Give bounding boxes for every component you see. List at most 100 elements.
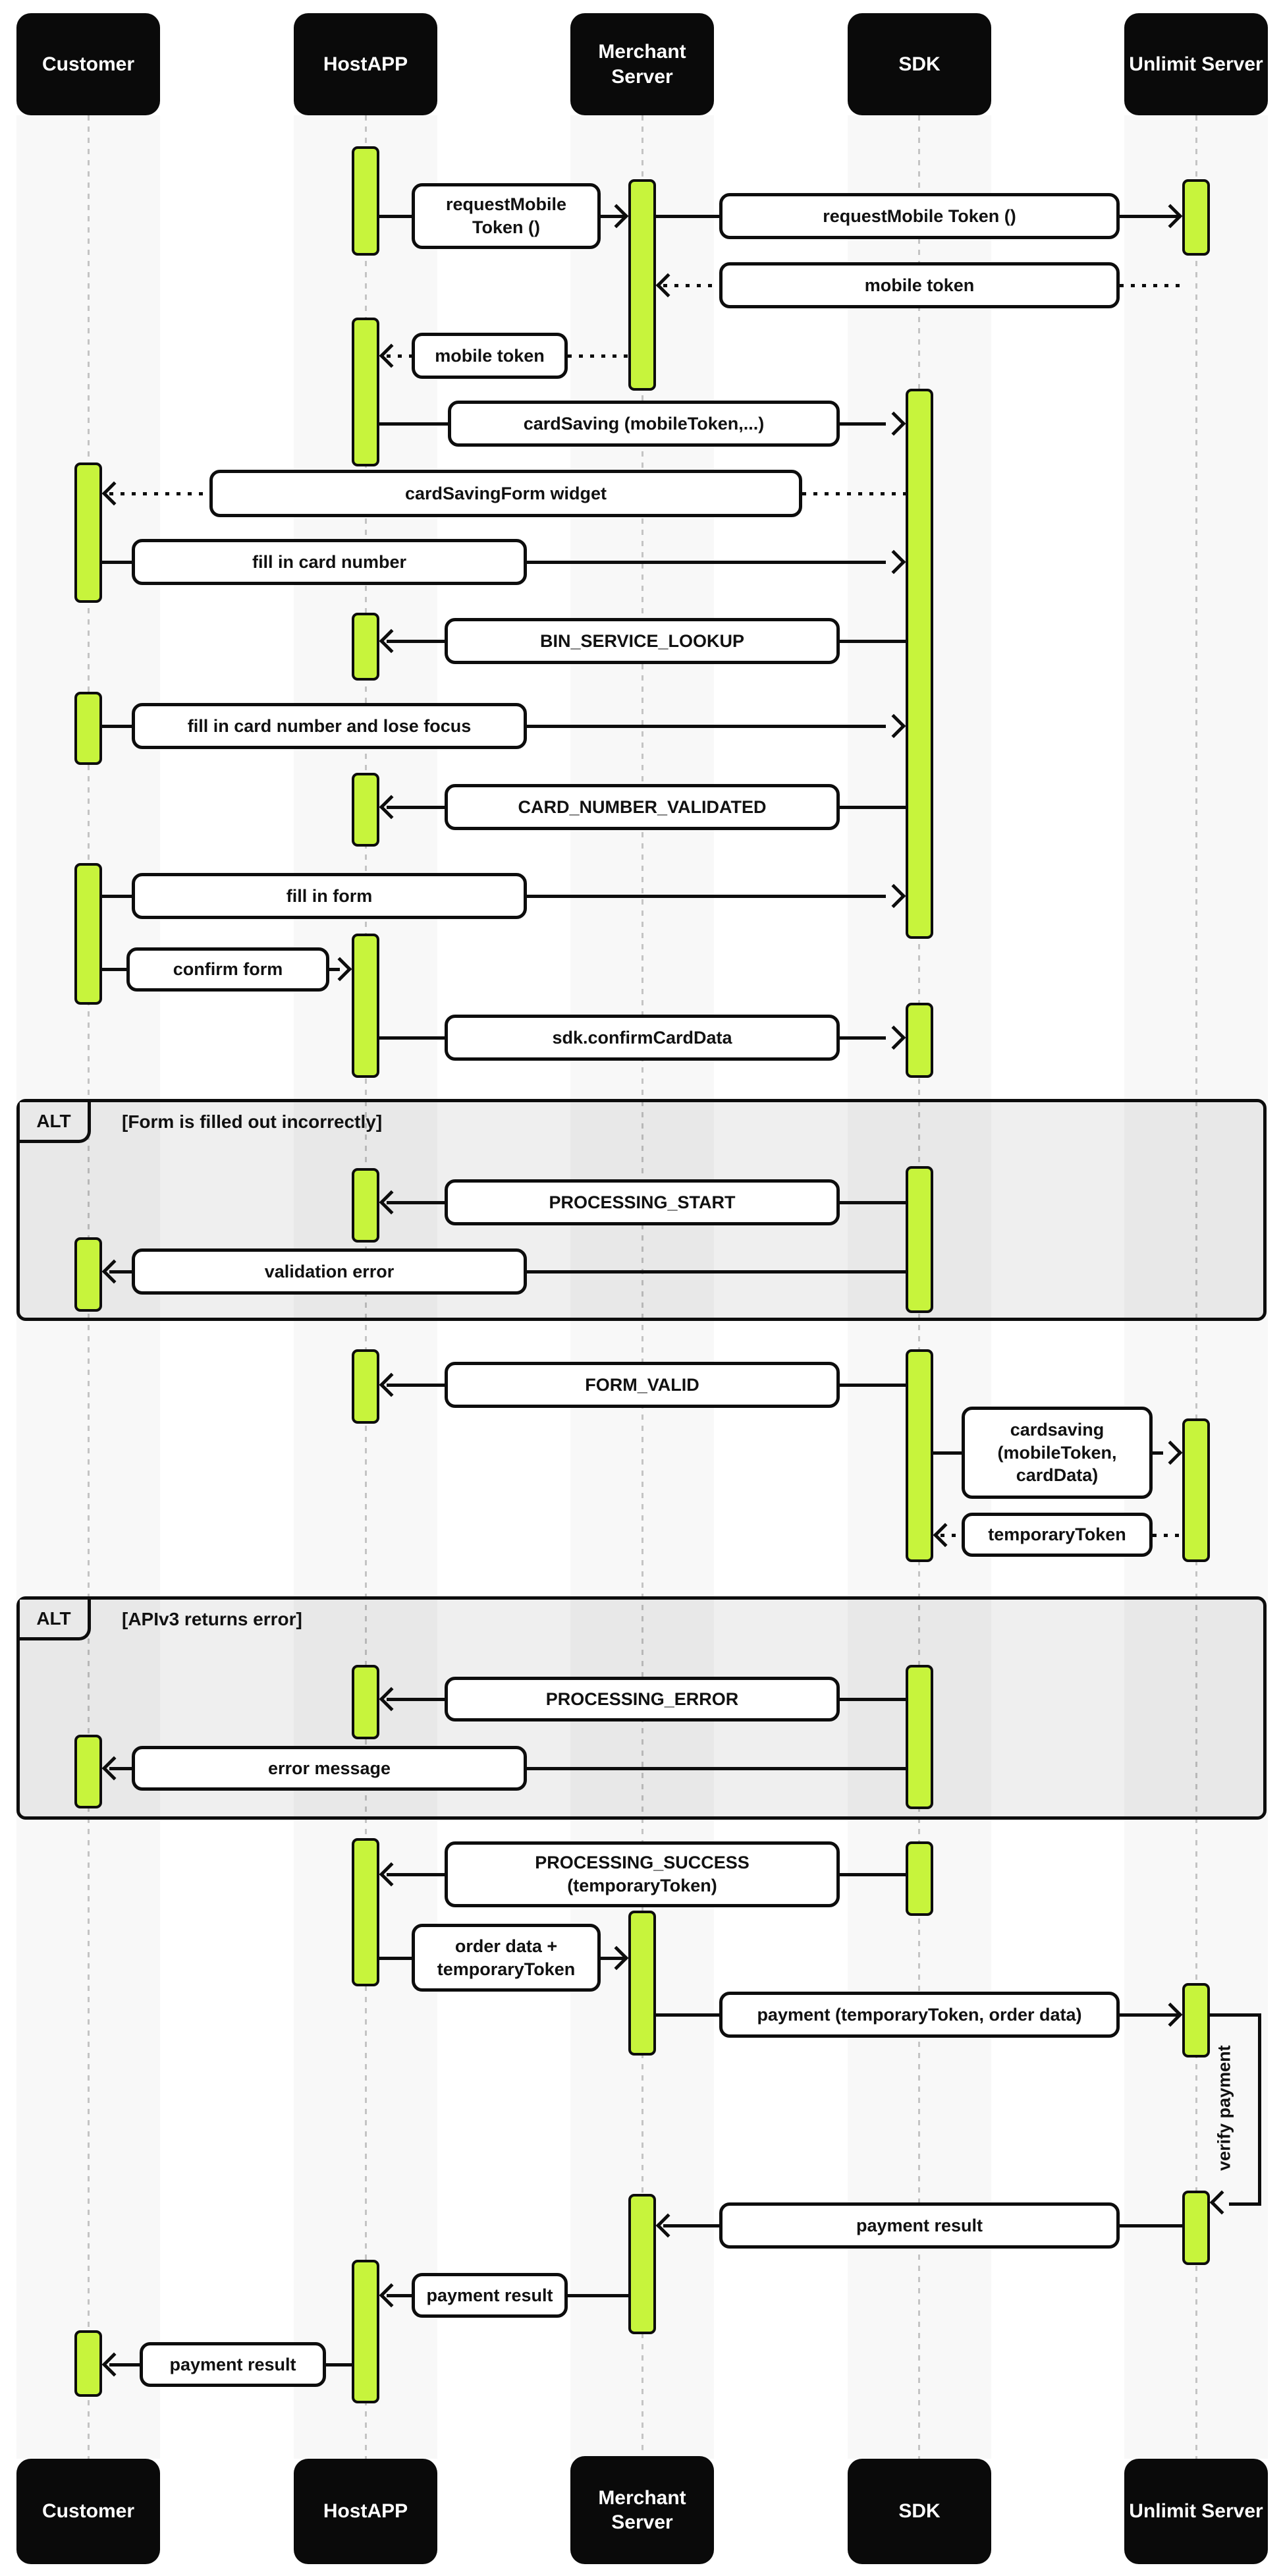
message-mobile-token: mobile token (412, 333, 568, 379)
activation-customer (74, 1735, 102, 1808)
message-line (840, 1201, 906, 1204)
activation-sdk (906, 1166, 933, 1313)
message-error-message: error message (132, 1746, 527, 1791)
verify-payment-label: verify payment (1214, 2045, 1234, 2171)
self-loop-line (1210, 2013, 1261, 2017)
activation-sdk (906, 389, 933, 939)
message-temporary-token: temporaryToken (962, 1513, 1153, 1557)
activation-merchant (628, 2194, 656, 2334)
message-card-number-validated: CARD_NUMBER_VALIDATED (445, 784, 840, 830)
return-line (802, 492, 906, 495)
return-line (568, 354, 628, 358)
return-line (109, 492, 209, 495)
activation-hostapp (352, 934, 379, 1078)
activation-merchant (628, 1911, 656, 2056)
message-order-data: order data + temporaryToken (412, 1924, 601, 1992)
activation-sdk (906, 1349, 933, 1562)
message-line (1153, 1451, 1163, 1455)
activation-customer (74, 863, 102, 1005)
alt-label-text: ALT (36, 1608, 71, 1629)
message-mobile-token: mobile token (719, 262, 1120, 308)
message-line (387, 2294, 412, 2297)
message-line (379, 1036, 445, 1040)
alt-frame-label: ALT (20, 1600, 91, 1640)
message-cardsaving-api: cardsaving (mobileToken, cardData) (962, 1407, 1153, 1499)
actor-sdk-top: SDK (848, 13, 991, 115)
activation-hostapp (352, 146, 379, 256)
activation-hostapp (352, 2260, 379, 2403)
alt-frame-label: ALT (20, 1102, 91, 1143)
message-line (840, 1384, 906, 1387)
message-line (379, 215, 412, 218)
message-line (1120, 2224, 1182, 2227)
return-line (941, 1534, 962, 1537)
lifeline-merchant (642, 115, 643, 2459)
alt-frame-condition: [Form is filled out incorrectly] (122, 1111, 383, 1132)
message-line (387, 1873, 445, 1876)
activation-unlimit (1182, 2191, 1210, 2265)
actor-unlimit-server-bottom: Unlimit Server (1124, 2459, 1268, 2564)
actor-sdk-bottom: SDK (848, 2459, 991, 2564)
message-line (387, 640, 445, 643)
message-line (840, 1873, 906, 1876)
message-line (840, 1698, 906, 1701)
message-line (109, 1767, 132, 1770)
message-line (527, 1767, 906, 1770)
message-line (387, 1201, 445, 1204)
message-fill-in-form: fill in form (132, 873, 527, 919)
activation-hostapp (352, 1349, 379, 1424)
message-line (387, 1698, 445, 1701)
message-line (601, 215, 624, 218)
activation-customer (74, 462, 102, 603)
alt-frame-condition: [APIv3 returns error] (122, 1609, 302, 1629)
activation-unlimit (1182, 1418, 1210, 1562)
message-line (1120, 215, 1179, 218)
lifeline-unlimit (1195, 115, 1197, 2459)
message-line (601, 1957, 624, 1960)
message-line (387, 806, 445, 809)
message-line (840, 806, 906, 809)
message-line (840, 1036, 886, 1040)
message-payment-result: payment result (719, 2202, 1120, 2249)
message-payment-result: payment result (140, 2342, 326, 2387)
message-sdk-confirm-card-data: sdk.confirmCardData (445, 1015, 840, 1061)
return-line (663, 284, 719, 287)
alt-label-text: ALT (36, 1110, 71, 1131)
activation-unlimit (1182, 1983, 1210, 2058)
return-line (1120, 284, 1182, 287)
message-form-valid: FORM_VALID (445, 1362, 840, 1408)
message-line (102, 895, 132, 898)
actor-hostapp-top: HostAPP (294, 13, 437, 115)
message-processing-success: PROCESSING_SUCCESS (temporaryToken) (445, 1841, 840, 1907)
self-loop-line (1229, 2202, 1261, 2206)
message-line (379, 422, 448, 426)
activation-hostapp (352, 773, 379, 847)
message-fill-card-number-lose-focus: fill in card number and lose focus (132, 703, 527, 749)
activation-hostapp (352, 1168, 379, 1243)
activation-customer (74, 1237, 102, 1312)
activation-sdk (906, 1841, 933, 1916)
actor-hostapp-bottom: HostAPP (294, 2459, 437, 2564)
message-bin-service-lookup: BIN_SERVICE_LOOKUP (445, 618, 840, 664)
message-line (329, 968, 340, 971)
message-validation-error: validation error (132, 1248, 527, 1295)
actor-unlimit-server-top: Unlimit Server (1124, 13, 1268, 115)
activation-sdk (906, 1003, 933, 1078)
message-line (527, 561, 886, 564)
message-card-saving: cardSaving (mobileToken,...) (448, 401, 840, 447)
message-line (1120, 2013, 1179, 2017)
activation-hostapp (352, 1665, 379, 1739)
activation-hostapp (352, 318, 379, 466)
actor-merchant-server-bottom: Merchant Server (570, 2456, 714, 2564)
message-line (109, 1270, 132, 1274)
message-line (656, 2013, 719, 2017)
message-processing-start: PROCESSING_START (445, 1179, 840, 1225)
actor-customer-top: Customer (16, 13, 160, 115)
message-line (527, 895, 886, 898)
message-request-mobile-token: requestMobile Token () (412, 183, 601, 249)
actor-customer-bottom: Customer (16, 2459, 160, 2564)
message-fill-in-card-number: fill in card number (132, 539, 527, 585)
message-line (656, 215, 719, 218)
activation-customer (74, 692, 102, 765)
message-line (102, 561, 132, 564)
